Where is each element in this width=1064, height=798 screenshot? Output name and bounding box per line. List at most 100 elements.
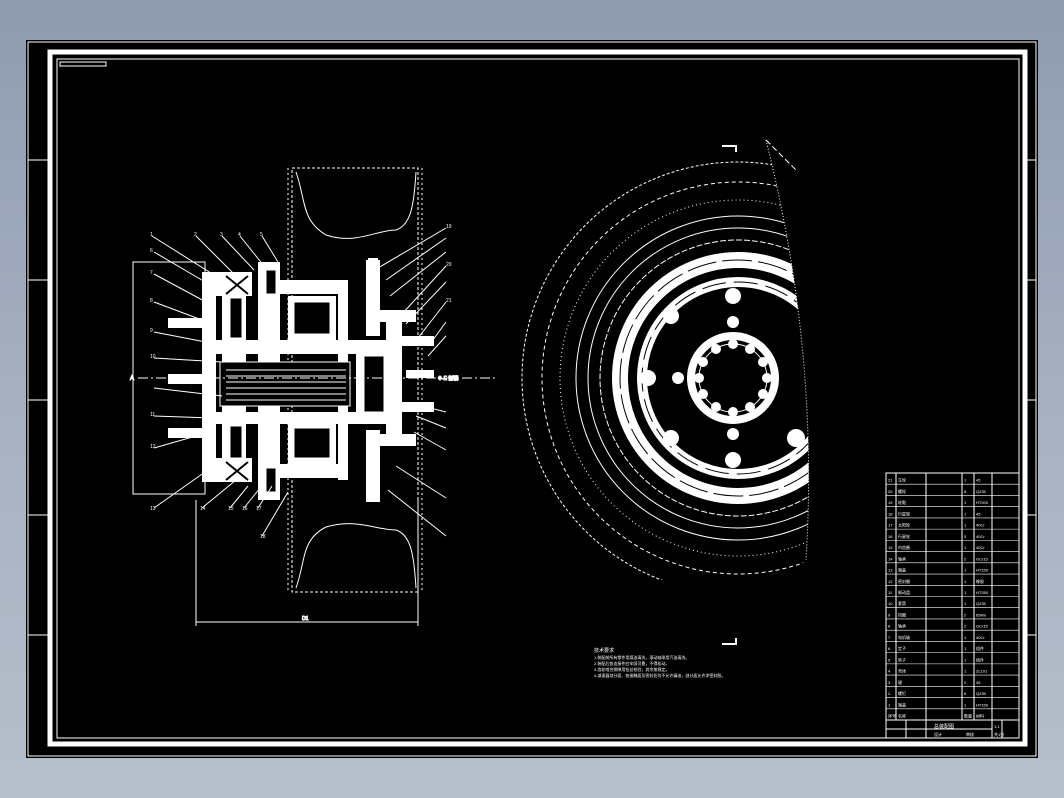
bom-cell: HT200 [976,500,989,505]
svg-text:7: 7 [150,270,153,276]
bom-cell: 轮毂 [898,499,906,505]
bom-header-cell: 序号 [888,713,896,719]
bom-cell: 2 [888,691,891,696]
bom-cell: HT150 [976,568,989,573]
svg-text:12: 12 [150,444,156,450]
section-label-a: A [130,376,134,382]
bom-cell: 5 [888,657,891,662]
leader-lines [151,227,447,537]
bom-cell: 13 [888,568,893,573]
drawing-name: 总装配图 [934,723,954,730]
bom-cell: 15 [888,545,893,550]
svg-text:17: 17 [256,506,262,512]
bom-header-cell: 数量 [964,713,972,719]
bom-cell: 19 [888,500,893,505]
bom-cell: 21 [888,478,893,483]
notes-line-3: 3.齿轮啮合侧隙用铅丝检验，其余按规定。 [594,666,669,672]
svg-text:13: 13 [150,506,156,512]
bom-cell: 1 [964,523,967,528]
bom-cell: 14 [888,556,893,561]
bom-cell: 1 [964,669,967,674]
dimension-overall-length [195,500,419,626]
bom-cell: 40Cr [976,534,985,539]
svg-text:20: 20 [446,262,452,268]
hub-bolts [694,339,772,417]
svg-text:10: 10 [150,354,156,360]
bom-cell: Q235 [976,601,987,606]
internal-cavities [219,269,385,493]
bom-cell: 1 [964,568,967,573]
bom-cell: 1 [964,601,967,606]
bom-cell: 车轮 [898,477,906,483]
svg-text:15: 15 [228,506,234,512]
notes-line-2: 2.装配后各连接件应牢固可靠，不得松动。 [594,660,669,666]
designer-label: 设计 [934,731,942,737]
bom-cell: 组件 [976,645,984,651]
bom-cell: 9 [888,612,891,617]
bom-cell: 太阳轮 [898,522,910,528]
bom-cell: 40Cr [976,523,985,528]
bom-cell: 3 [964,534,967,539]
bom-cell: 1 [964,646,967,651]
bom-cell: 17 [888,523,893,528]
drawing-scale: 1:1 [994,724,1000,729]
bom-cell: 1 [964,635,967,640]
bom-cell: 8 [888,624,891,629]
bom-cell: 套筒 [898,600,906,606]
bom-cell: 12 [888,579,893,584]
bom-cell: 组件 [976,656,984,662]
svg-text:9: 9 [150,328,153,334]
svg-text:6: 6 [150,248,153,254]
bom-cell: 8 [964,489,967,494]
svg-text:5: 5 [260,232,263,238]
shaft-hatching [226,369,346,401]
checker-label: 审核 [966,731,974,737]
bom-cell: 转子 [898,656,906,662]
bom-cell: 端盖 [898,567,906,573]
bom-cell: 2 [964,612,967,617]
bom-cell: 6 [964,691,967,696]
svg-text:11: 11 [150,412,155,418]
svg-text:18: 18 [260,534,266,540]
bom-cell: 键 [898,679,902,685]
bom-cell: 1 [964,500,967,505]
svg-text:2: 2 [194,232,197,238]
bom-cell: 轴承 [898,623,906,629]
bom-header-cell: 材料 [976,713,984,719]
hub-flange [687,332,779,424]
bom-cell: 螺栓 [898,488,906,494]
bom-cell: 定子 [898,645,906,651]
bom-cell: 65Mn [976,612,986,617]
bom-cell: GCr15 [976,556,989,561]
bom-cell: 10 [888,601,893,606]
bom-cell: GCr15 [976,624,989,629]
bom-cell: 3 [888,680,891,685]
side-view-wheel[interactable] [521,139,954,645]
section-dimension-text: Φ-E 剖视 [438,375,458,382]
planet-gears [640,288,805,468]
bom-cell: 40Cr [976,635,985,640]
bom-cell: 1 [964,590,967,595]
svg-text:3: 3 [220,232,223,238]
bom-cell: 16 [888,534,893,539]
bom-cell: 端盖 [898,701,906,707]
bom-cell: 4 [888,669,891,674]
tire-inner-circle [541,181,809,575]
bom-cell: 40Cr [976,545,985,550]
bom-cell: 2 [964,680,967,685]
bom-cell: 1 [964,511,967,516]
svg-text:16: 16 [242,506,248,512]
sheet-border [27,41,1037,757]
bom-header-cell: 名称 [898,713,906,719]
bom-cell: HT150 [976,702,989,707]
svg-text:19: 19 [446,224,452,230]
svg-text:8: 8 [150,298,153,304]
svg-text:1: 1 [150,232,153,238]
bom-cell: 挡圈 [898,611,906,617]
bom-cell: 45 [976,478,981,483]
bom-cell: 20 [888,489,893,494]
title-block[interactable] [885,719,1020,739]
